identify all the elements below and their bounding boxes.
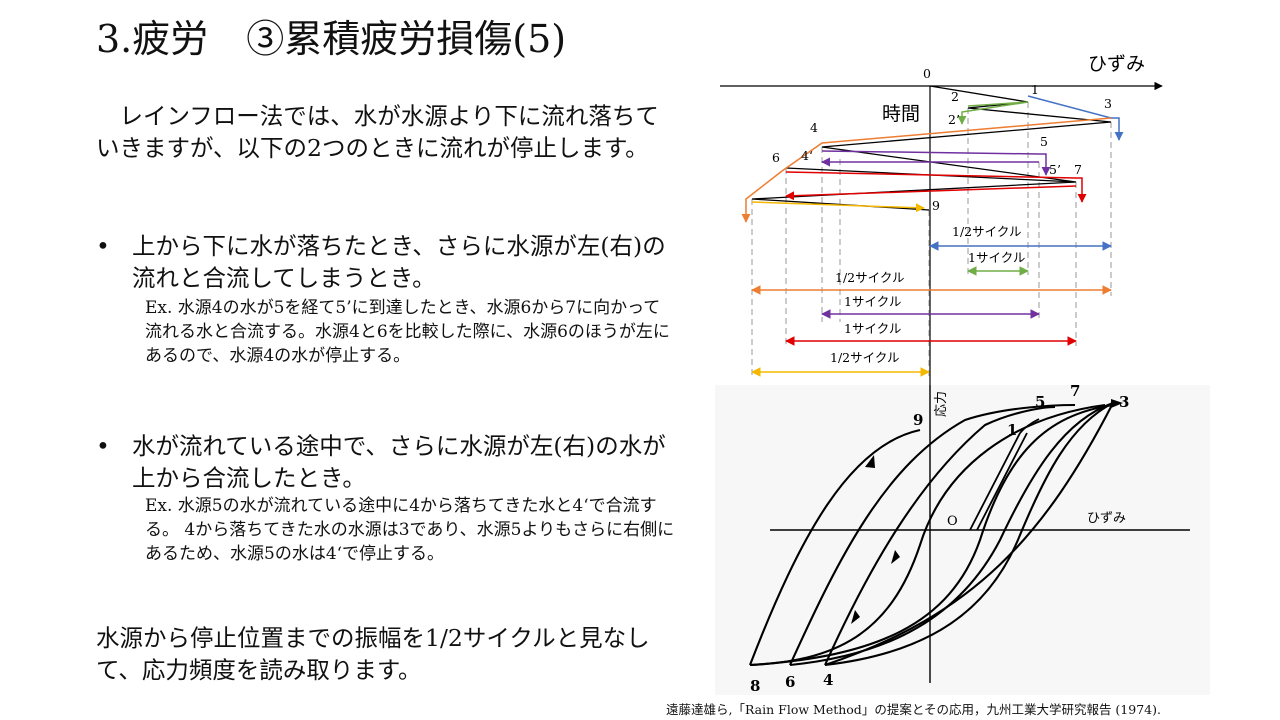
time-axis-label: 時間 bbox=[882, 103, 920, 125]
hysteresis-loops bbox=[749, 402, 1114, 667]
flow-red-return bbox=[785, 185, 1077, 201]
point-label: 4‘ bbox=[801, 148, 813, 163]
origin-label: O bbox=[947, 514, 958, 529]
flow-blue bbox=[1027, 95, 1124, 141]
flow-orange bbox=[741, 117, 1112, 223]
loop-label: 5 bbox=[1035, 393, 1045, 411]
slide-title: 3.疲労 ③累積疲労損傷(5) bbox=[96, 17, 567, 61]
point-label: 7 bbox=[1074, 162, 1082, 177]
loop-label: 7 bbox=[1070, 385, 1080, 400]
loop-label: 8 bbox=[750, 677, 760, 695]
stress-axis-label: 応力 bbox=[934, 391, 949, 417]
flow-yellow bbox=[751, 201, 925, 213]
loop-label: 4 bbox=[823, 671, 833, 689]
strain-axis-label: ひずみ bbox=[1088, 53, 1145, 75]
point-label: 4 bbox=[810, 120, 818, 135]
cycle-label-yellow: 1/2サイクル bbox=[830, 350, 900, 365]
cycle-label-green: 1サイクル bbox=[968, 250, 1025, 265]
cycle-label-blue: 1/2サイクル bbox=[952, 224, 1022, 239]
strain-axis-label: ひずみ bbox=[1087, 511, 1126, 526]
example-2: Ex. 水源5の水が流れている途中に4から落ちてきた水と4‘で合流する。 4から… bbox=[145, 496, 675, 564]
flow-purple bbox=[821, 150, 1051, 176]
hysteresis-figure: 応力 ひずみ O 9 5 7 3 1 8 6 4 bbox=[715, 385, 1210, 695]
loop-label: 1 bbox=[1007, 421, 1017, 439]
citation: 遠藤達雄ら,「Rain Flow Method」の提案とその応用，九州工業大学研… bbox=[666, 702, 1161, 717]
bullet-marker: • bbox=[96, 232, 110, 260]
bullet-marker: • bbox=[96, 432, 110, 460]
point-label: 0 bbox=[923, 66, 931, 81]
point-label: 3 bbox=[1104, 96, 1112, 111]
rainflow-diagram: ひずみ 時間 0 1 2 2’ 3 4 4‘ 5 5’ 6 7 9 bbox=[720, 53, 1163, 395]
point-label: 1 bbox=[1031, 82, 1039, 97]
cycle-label-red: 1サイクル bbox=[844, 321, 901, 336]
bullet-text: 上から下に水が落ちたとき、さらに水源が左(右)の流れと合流してしまうとき。 bbox=[132, 232, 666, 292]
guide-lines bbox=[751, 102, 1112, 376]
example-1: Ex. 水源4の水が5を経て5’に到達したとき、水源6から7に向かって流れる水と… bbox=[145, 298, 670, 366]
closing-paragraph: 水源から停止位置までの振幅を1/2サイクルと見なして、応力頻度を読み取ります。 bbox=[96, 624, 650, 684]
loop-label: 9 bbox=[913, 411, 923, 429]
bullet-condition-1: • 上から下に水が落ちたとき、さらに水源が左(右)の流れと合流してしまうとき。 bbox=[96, 230, 676, 294]
strain-history bbox=[751, 85, 1112, 211]
loop-label: 6 bbox=[785, 673, 795, 691]
point-label: 2 bbox=[951, 89, 959, 104]
intro-paragraph: レインフロー法では、水が水源より下に流れ落ちていきますが、以下の2つのときに流れ… bbox=[96, 102, 659, 162]
flow-green bbox=[957, 101, 1029, 125]
bullet-condition-2: • 水が流れている途中で、さらに水源が左(右)の水が上から合流したとき。 bbox=[96, 430, 676, 494]
flow-red bbox=[785, 171, 1087, 203]
point-label: 5’ bbox=[1049, 162, 1061, 177]
point-label: 5 bbox=[1040, 134, 1048, 149]
bullet-text: 水が流れている途中で、さらに水源が左(右)の水が上から合流したとき。 bbox=[132, 432, 666, 492]
point-label: 2’ bbox=[948, 112, 960, 127]
point-label: 9 bbox=[932, 198, 940, 213]
loop-label: 3 bbox=[1119, 393, 1129, 411]
point-label: 6 bbox=[772, 150, 780, 165]
cycle-label-orange: 1/2サイクル bbox=[835, 270, 905, 285]
direction-arrows bbox=[851, 399, 1123, 624]
cycle-label-purple: 1サイクル bbox=[844, 294, 901, 309]
